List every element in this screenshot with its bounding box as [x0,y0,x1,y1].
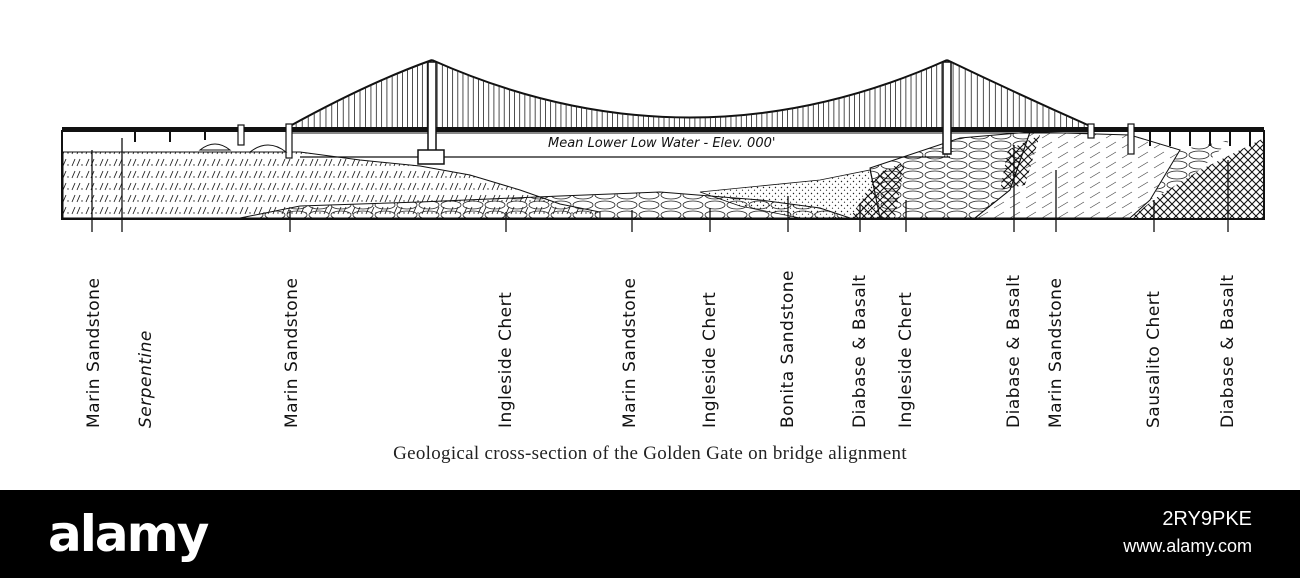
sausalito-chert [1150,140,1230,200]
site-url-text: www.alamy.com [1123,536,1252,556]
watermark-footer-bar [0,490,1300,578]
north-tower [942,61,952,155]
diabase-basalt-wedge-1 [850,162,905,218]
label-diabase-basalt-3: Diabase & Basalt [1218,274,1238,428]
label-ingleside-chert-2: Ingleside Chert [700,291,720,428]
figure-area: Mean Lower Low Water - Elev. 000' Marin … [61,59,1265,464]
label-marin-sandstone-1: Marin Sandstone [84,277,104,428]
south-tower [417,61,445,165]
approach-viaduct-right [1149,131,1251,146]
label-ingleside-chert-1: Ingleside Chert [496,291,516,428]
geological-cross-section-diagram [61,59,1265,232]
pier-right-2 [1087,123,1095,139]
label-bonita-sandstone: Bonita Sandstone [778,270,798,428]
water-level-label: Mean Lower Low Water - Elev. 000' [548,136,776,151]
brand-logo: alamy [48,505,209,563]
label-marin-sandstone-2: Marin Sandstone [282,277,302,428]
suspender-cables [295,61,1085,127]
label-marin-sandstone-4: Marin Sandstone [1046,277,1066,428]
image-id-text: 2RY9PKE [1162,508,1252,530]
label-sausalito-chert: Sausalito Chert [1144,290,1164,428]
label-diabase-basalt-1: Diabase & Basalt [850,274,870,428]
approach-viaduct-left [134,131,288,153]
main-cable-left-span [289,59,433,127]
bridge-deck [62,127,1264,131]
pier-left-2 [237,124,245,146]
pier-left-1 [285,123,293,159]
diabase-basalt-right [1130,138,1264,218]
pier-right-1 [1127,123,1135,155]
main-cable-right-span [946,59,1091,127]
label-ingleside-chert-3: Ingleside Chert [896,291,916,428]
label-serpentine: Serpentine [136,330,156,428]
figure-caption: Geological cross-section of the Golden G… [393,443,907,464]
label-diabase-basalt-2: Diabase & Basalt [1004,274,1024,428]
label-marin-sandstone-3: Marin Sandstone [620,277,640,428]
label-leader-lines [91,138,1229,232]
